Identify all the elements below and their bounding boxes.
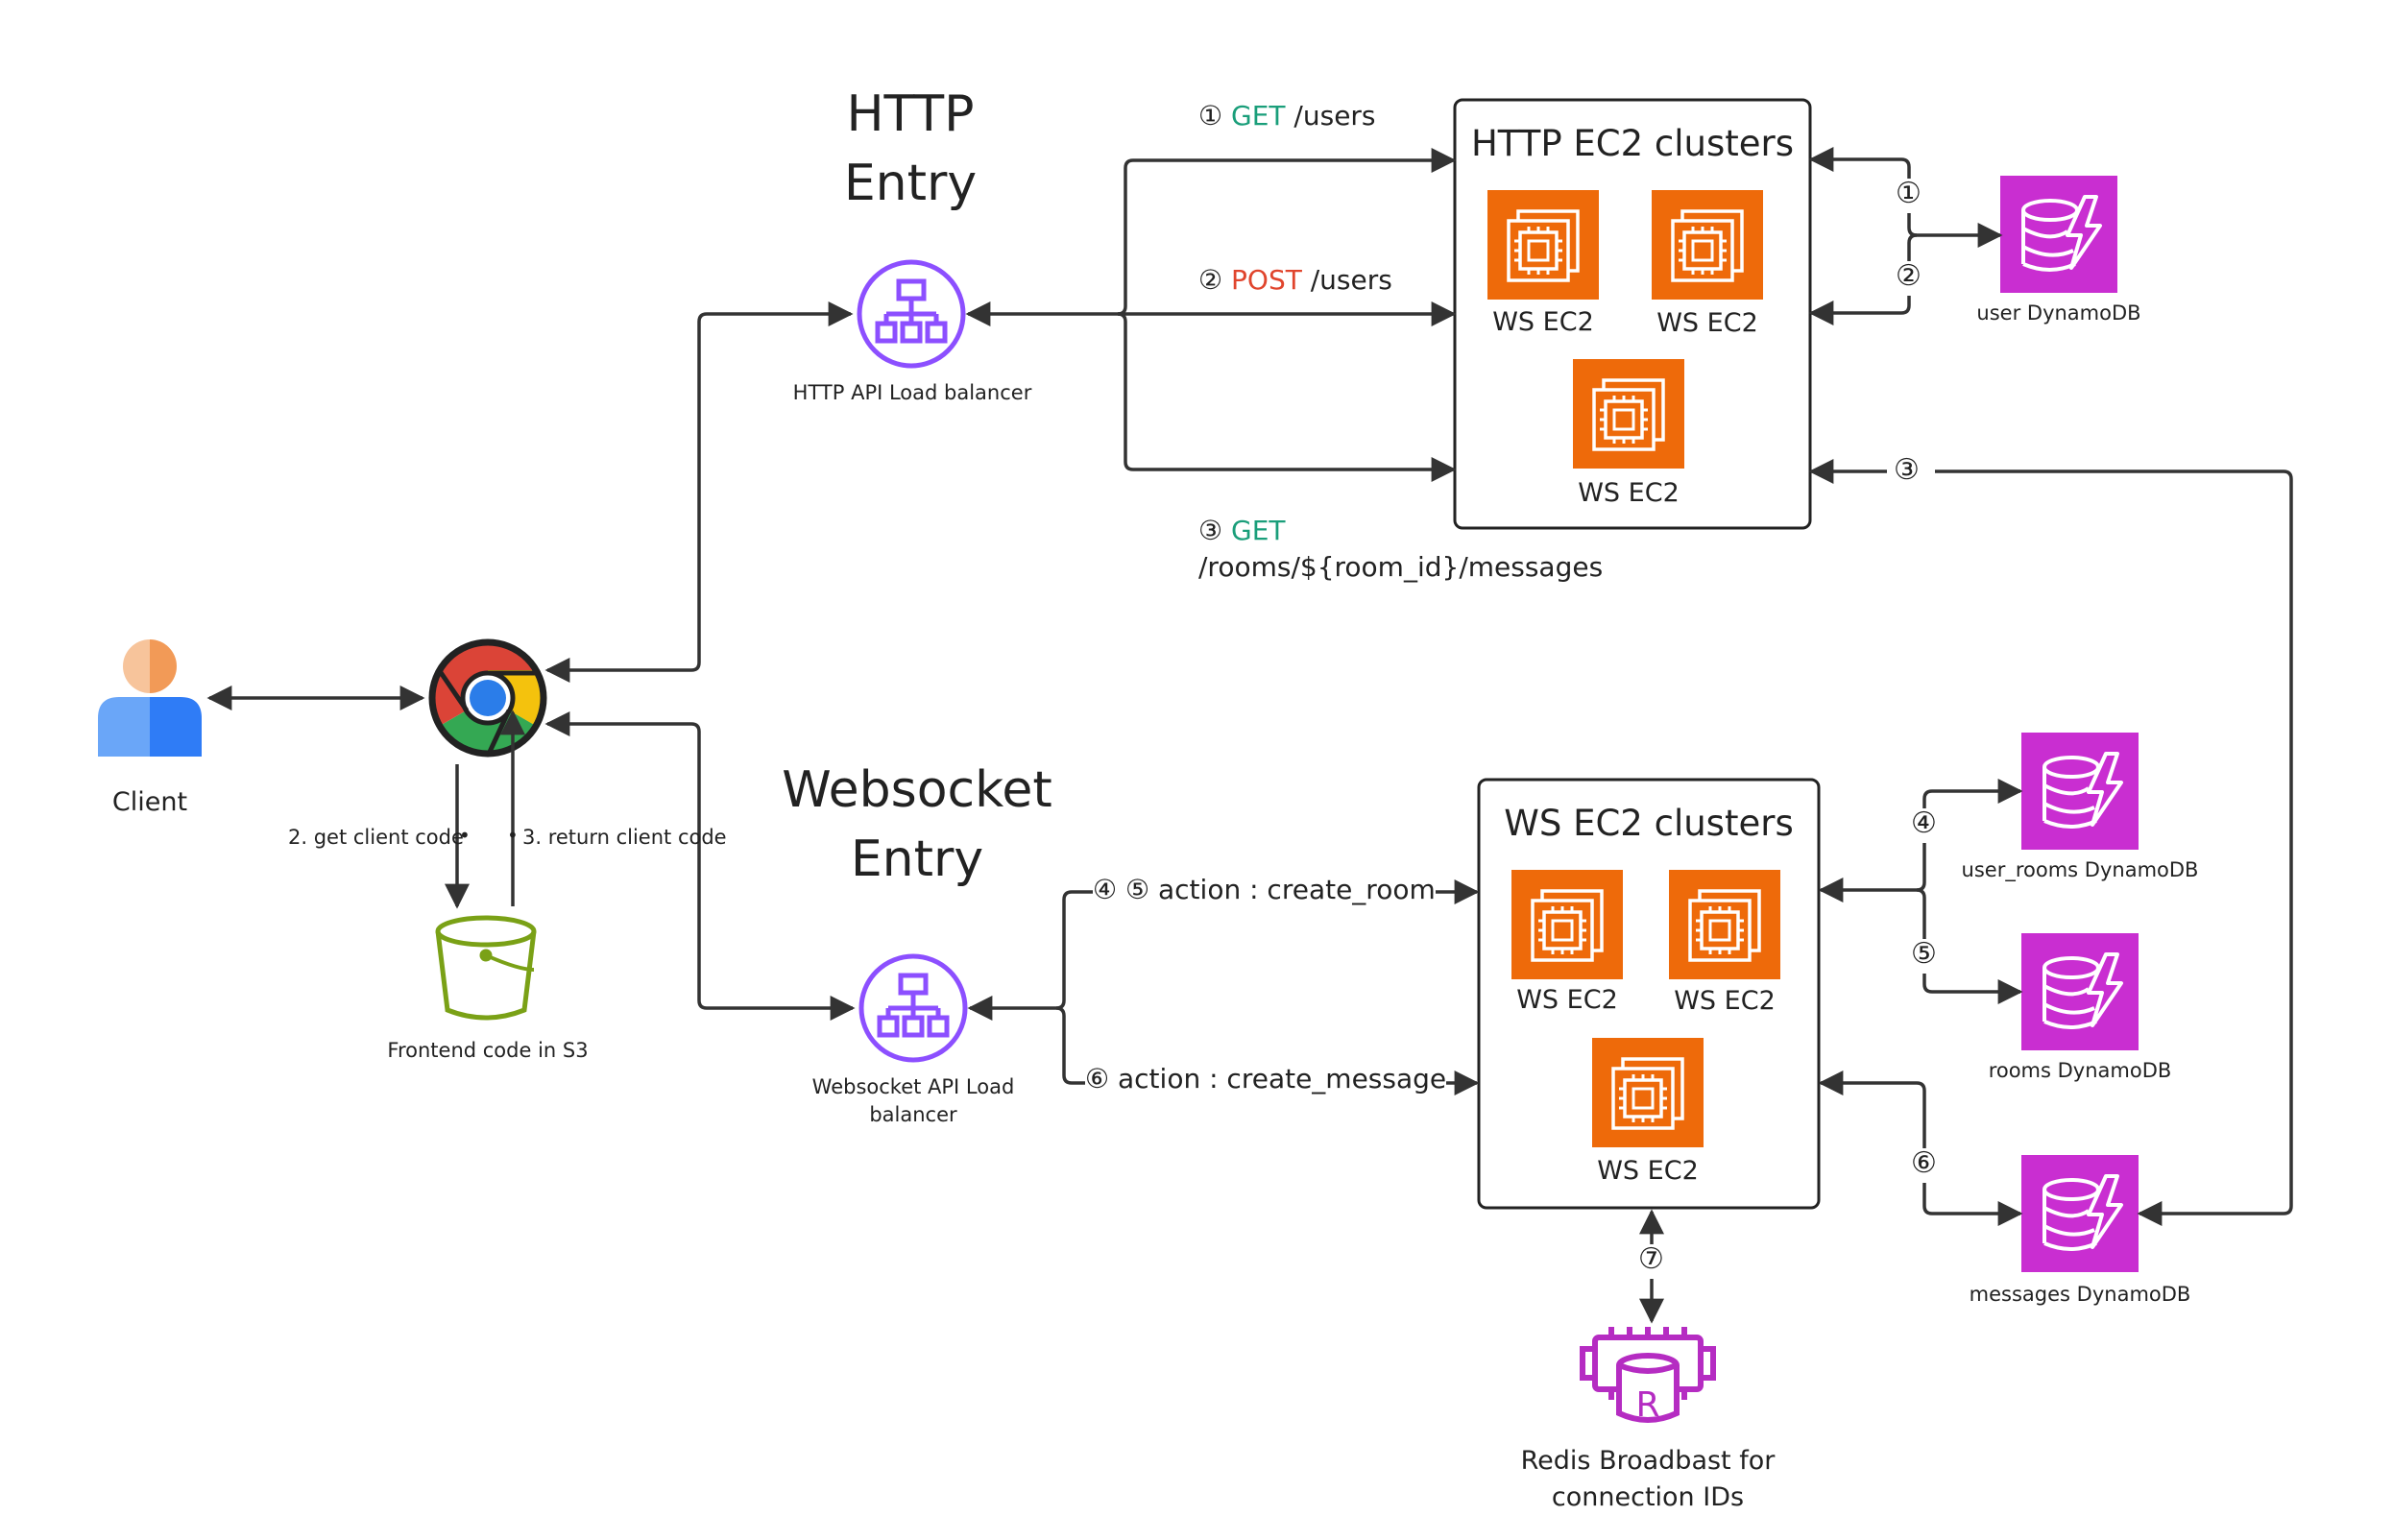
http-load-balancer-icon	[859, 262, 963, 366]
ws-cluster-title: WS EC2 clusters	[1504, 803, 1794, 844]
get-client-code-dot: •	[459, 824, 471, 847]
label-knockouts	[1631, 179, 1946, 1279]
http-ec2-icon	[1486, 188, 1601, 301]
rooms-dynamodb-label: rooms DynamoDB	[1988, 1059, 2172, 1082]
get-client-code-label: 2. get client code	[288, 826, 464, 849]
redis-icon	[1580, 1327, 1716, 1423]
redis-label-line2: connection IDs	[1551, 1482, 1745, 1513]
http-ec2-label: WS EC2	[1578, 478, 1680, 508]
websocket-load-balancer-icon	[861, 956, 965, 1060]
route-get-messages: ③ GET /rooms/${room_id}/messages	[1198, 515, 1603, 583]
websocket-lb-label-line1: Websocket API Load	[811, 1075, 1015, 1098]
ws-ec2-label: WS EC2	[1674, 986, 1776, 1016]
ws-ec2-label: WS EC2	[1597, 1156, 1699, 1186]
rooms-dynamodb-icon	[2019, 931, 2140, 1052]
redis-label-line1: Redis Broadbast for	[1520, 1446, 1776, 1476]
client-icon	[98, 639, 202, 757]
route-verb: GET	[1231, 100, 1286, 132]
websocket-entry-title-line2: Entry	[850, 830, 984, 889]
websocket-entry-title: Websocket Entry	[768, 760, 1066, 890]
http-ec2-icon	[1571, 357, 1686, 470]
websocket-entry-title-line1: Websocket	[782, 761, 1052, 819]
s3-bucket-icon	[435, 915, 537, 1021]
route-path: /rooms/${room_id}/messages	[1198, 550, 1604, 583]
route-path: /users	[1293, 100, 1376, 132]
connectors	[206, 147, 2293, 1324]
user-rooms-db-link-4: ④	[1911, 806, 1937, 840]
redis-label: Redis Broadbast for connection IDs	[1498, 1446, 1798, 1514]
messages-dynamodb-label: messages DynamoDB	[1969, 1283, 2191, 1306]
route-create-message: ⑥ action : create_message	[1085, 1063, 1447, 1095]
user-db-link-2: ②	[1896, 259, 1922, 293]
ws-ec2-icon	[1667, 868, 1782, 981]
messages-db-link-3: ③	[1894, 453, 1920, 487]
http-cluster-title: HTTP EC2 clusters	[1470, 123, 1795, 164]
http-ec2-label: WS EC2	[1492, 307, 1594, 337]
http-entry-title-line1: HTTP	[846, 85, 975, 143]
websocket-lb-label: Websocket API Load balancer	[787, 1075, 1039, 1127]
rooms-db-link-5: ⑤	[1911, 937, 1937, 971]
user-rooms-dynamodb-icon	[2019, 731, 2140, 852]
route-verb: POST	[1231, 264, 1302, 296]
chrome-icon	[428, 638, 547, 758]
route-post-users: ② POST /users	[1198, 264, 1392, 297]
route-verb: GET	[1231, 515, 1286, 546]
messages-dynamodb-icon	[2019, 1153, 2140, 1274]
client-label: Client	[111, 787, 188, 817]
route-path: /users	[1310, 264, 1392, 296]
http-ec2-label: WS EC2	[1656, 308, 1758, 338]
ws-ec2-icon	[1510, 868, 1625, 981]
return-client-code-label: 3. return client code	[522, 826, 727, 849]
route-number: ①	[1198, 100, 1223, 132]
ws-ec2-label: WS EC2	[1516, 985, 1618, 1015]
route-number: ③	[1198, 515, 1223, 546]
redis-link-7: ⑦	[1638, 1242, 1664, 1276]
return-client-code-dot: •	[507, 824, 519, 847]
user-dynamodb-label: user DynamoDB	[1976, 301, 2141, 325]
s3-label: Frontend code in S3	[387, 1039, 589, 1062]
route-number: ②	[1198, 264, 1223, 296]
route-get-users: ① GET /users	[1198, 100, 1376, 132]
route-create-room: ④ ⑤ action : create_room	[1093, 874, 1436, 906]
http-lb-label: HTTP API Load balancer	[792, 381, 1032, 404]
user-db-link-1: ①	[1896, 177, 1922, 210]
websocket-lb-label-line2: balancer	[869, 1103, 957, 1127]
http-ec2-icon	[1650, 188, 1765, 301]
user-dynamodb-icon	[1998, 174, 2119, 295]
messages-db-link-6: ⑥	[1911, 1146, 1937, 1180]
ws-ec2-icon	[1590, 1036, 1705, 1149]
http-entry-title-line2: Entry	[843, 155, 978, 213]
redis-r-glyph: R	[1635, 1385, 1659, 1425]
http-entry-title: HTTP Entry	[814, 84, 1006, 214]
user-rooms-dynamodb-label: user_rooms DynamoDB	[1961, 858, 2199, 881]
